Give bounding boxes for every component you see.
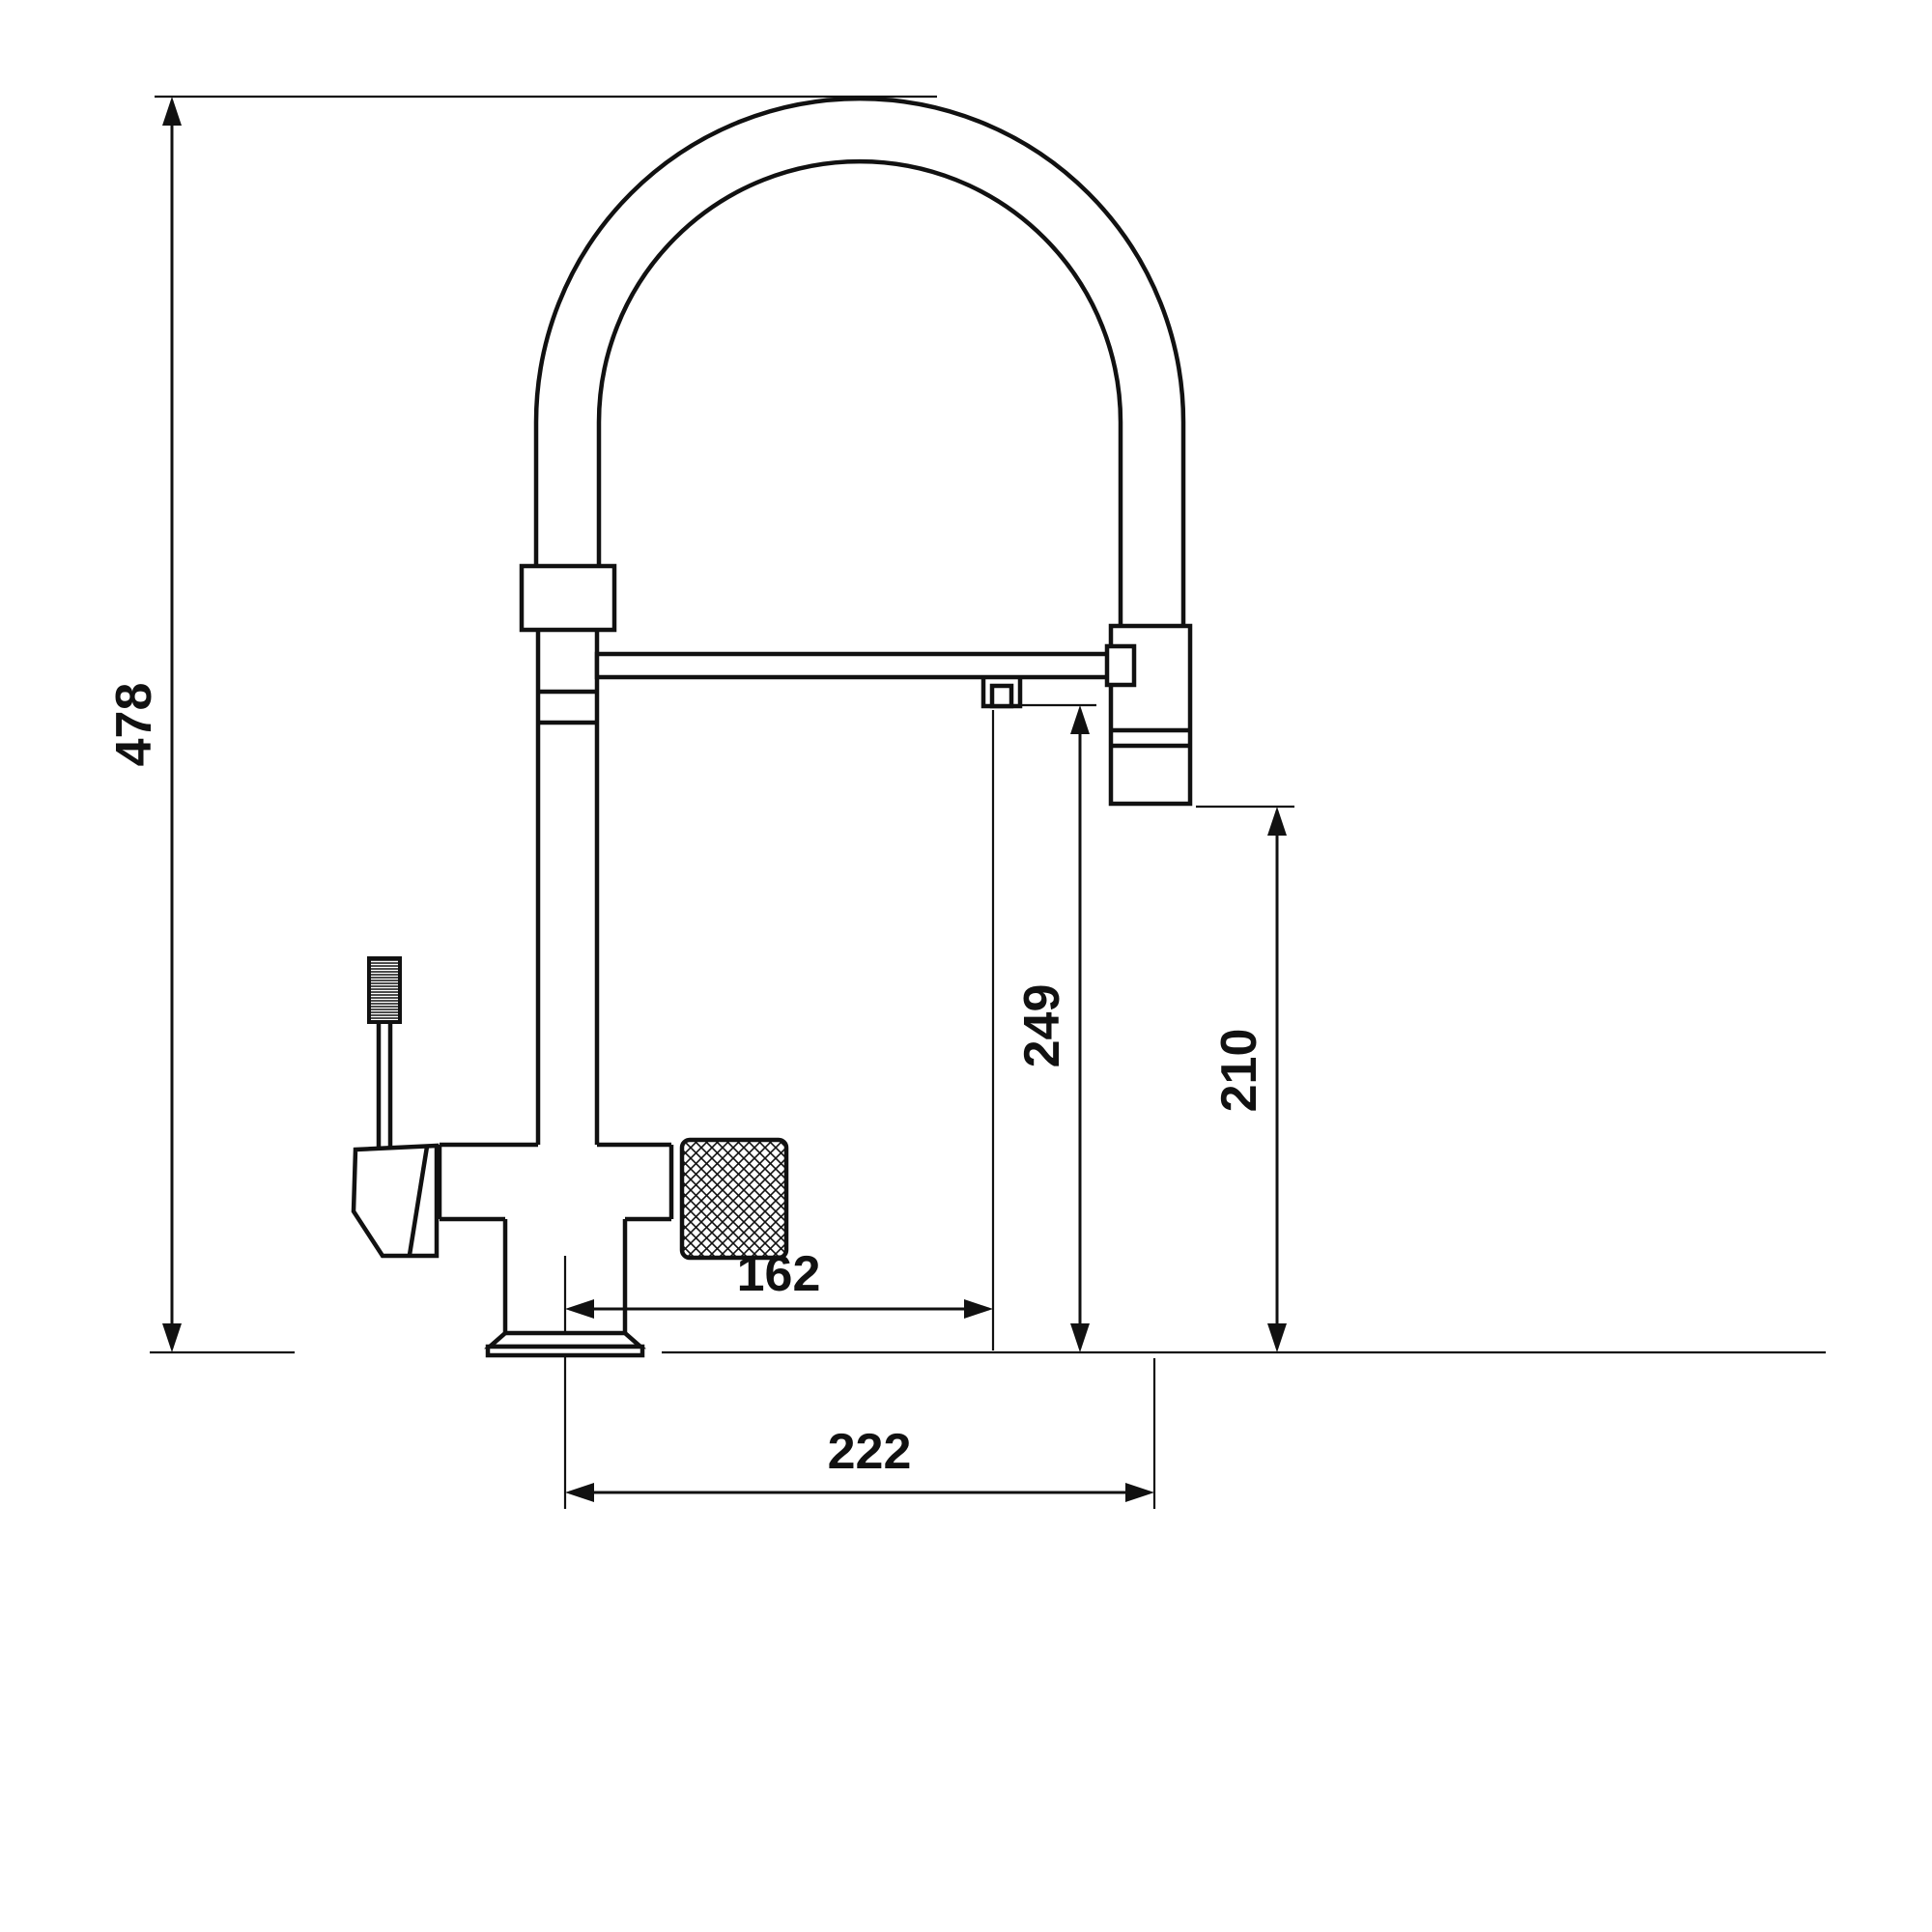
dim-label-overall-height: 478 (106, 683, 162, 767)
dimension-lines: 478 249 210 162 (106, 95, 1826, 1509)
dimension-head-height: 210 (1196, 805, 1294, 1352)
mixer-body (437, 1137, 789, 1358)
riser-collar (519, 563, 617, 633)
arch-right-leg (1118, 422, 1186, 628)
riser-pipe-sides (535, 630, 600, 1145)
spout-arch (533, 96, 1186, 628)
arrow-right-icon (1125, 1483, 1154, 1502)
arrow-left-icon (565, 1299, 594, 1319)
arch-left-leg (533, 422, 602, 566)
riser-pipe-joints (538, 689, 597, 725)
handle-lever-edge (407, 1146, 430, 1256)
spray-head-dock (1104, 643, 1137, 688)
base-plate (485, 1344, 645, 1358)
arrow-down-icon (1267, 1323, 1287, 1352)
filter-knurl-cap (679, 1137, 789, 1261)
dim-label-outlet-height: 249 (1014, 984, 1070, 1068)
dimension-overall-height: 478 (106, 97, 182, 1352)
arch-inner (596, 158, 1123, 423)
arrow-up-icon (162, 97, 182, 126)
arch-outer (533, 96, 1186, 423)
faucet-outline (351, 96, 1193, 1358)
dim-label-head-height: 210 (1211, 1029, 1267, 1113)
arrow-down-icon (1070, 1323, 1090, 1352)
dim-label-head-reach: 222 (828, 1424, 912, 1480)
handle-knob (367, 956, 402, 1024)
dimension-head-reach: 222 (565, 1424, 1154, 1502)
arrow-left-icon (565, 1483, 594, 1502)
spout-outlet-tip (989, 683, 1014, 709)
arrow-right-icon (964, 1299, 993, 1319)
arrow-down-icon (162, 1323, 182, 1352)
base-column (502, 1219, 628, 1333)
lever-handle (351, 956, 440, 1259)
dimension-outlet-reach: 162 (565, 1246, 993, 1319)
support-arm (594, 651, 1112, 680)
spray-head-bands (1111, 727, 1190, 749)
riser-pipe (535, 630, 600, 1145)
handle-stem (376, 1022, 393, 1148)
arrow-up-icon (1070, 705, 1090, 734)
dimension-outlet-height: 249 (1005, 703, 1096, 1352)
arrow-up-icon (1267, 807, 1287, 836)
